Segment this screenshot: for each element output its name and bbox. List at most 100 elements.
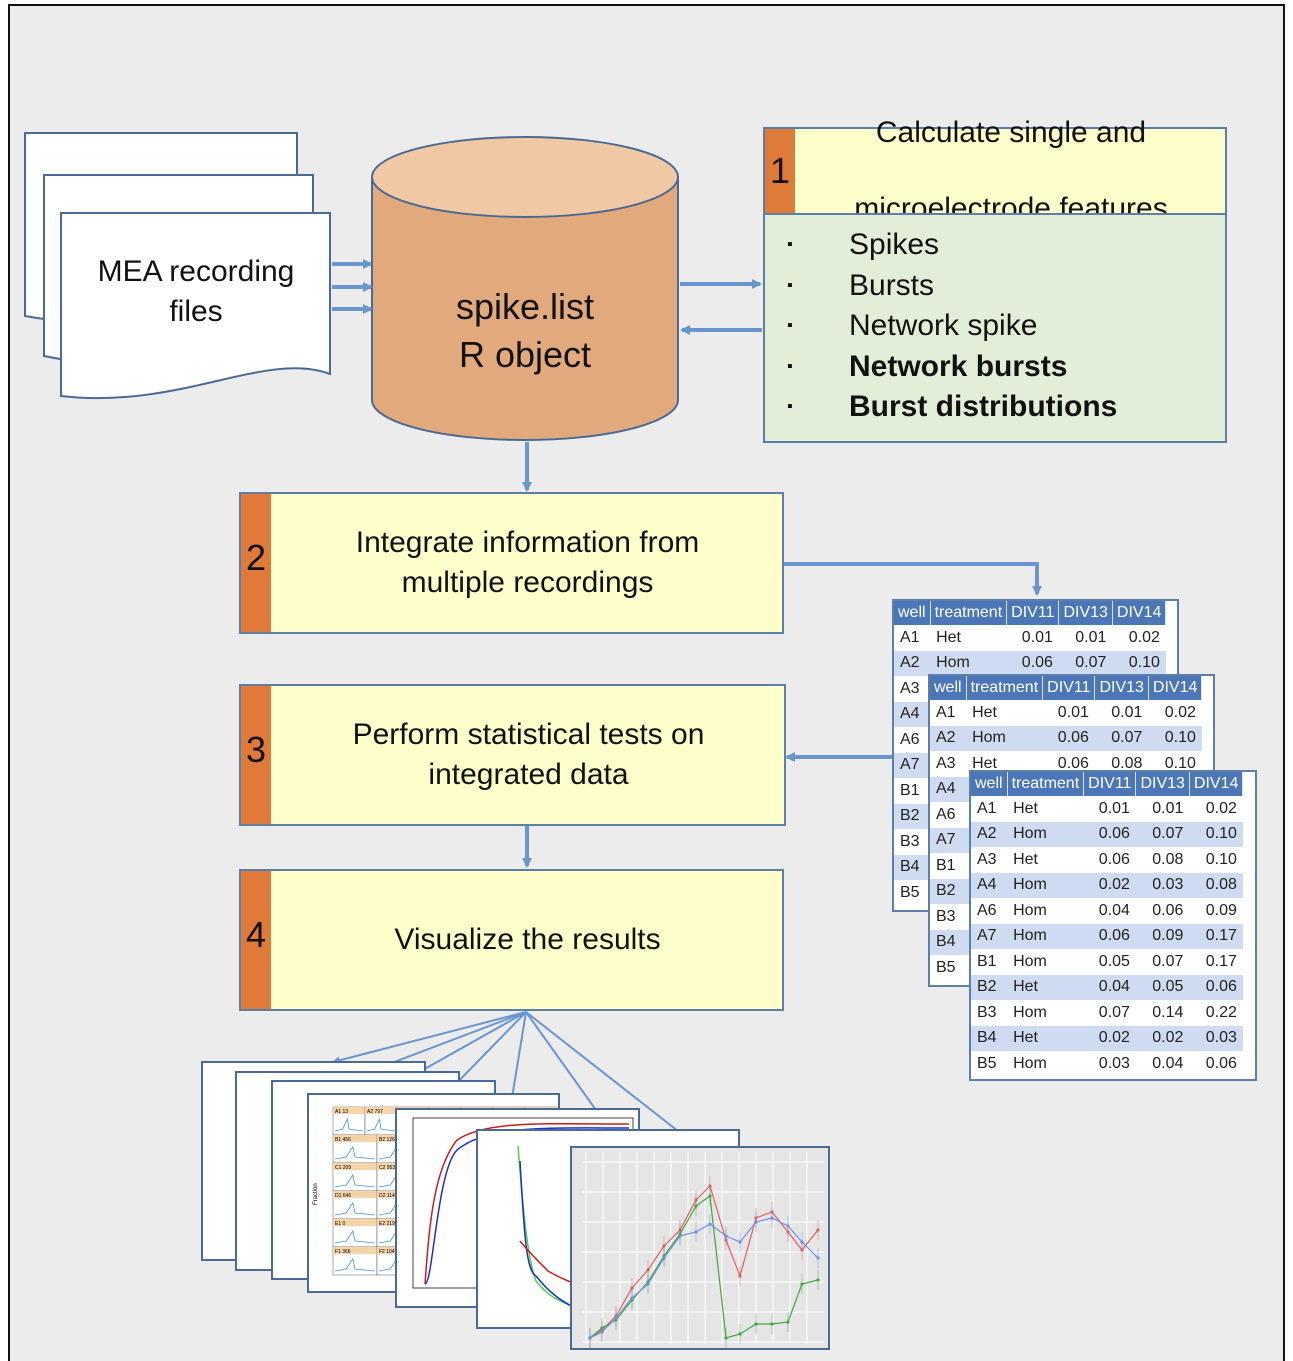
table-cell: 0.10 <box>1148 725 1202 751</box>
mea-label-line1: MEA recording <box>97 255 295 288</box>
raster-cell: E1 0 <box>332 1218 378 1248</box>
raster-cell: B1 456 <box>332 1134 378 1164</box>
table-cell: 0.07 <box>1098 1003 1130 1021</box>
table-cell: 0.03 <box>1135 872 1190 898</box>
decay-plot <box>517 1145 574 1308</box>
mea-label-line2: files <box>169 295 223 328</box>
bullet-icon: ▪ <box>787 317 793 334</box>
svg-text:D1 646: D1 646 <box>335 1193 351 1199</box>
table-cell: 0.02 <box>1135 1025 1190 1051</box>
table-cell: 0.09 <box>1205 901 1237 919</box>
table-cell: A1 <box>900 628 920 646</box>
table-cell: 0.04 <box>1152 1054 1184 1072</box>
step3-number: 3 <box>241 686 271 824</box>
step1-title: Calculate single and microelectrode feat… <box>797 116 1225 225</box>
table-cell: Het <box>1007 1025 1084 1051</box>
table-cell: Hom <box>1007 821 1084 847</box>
svg-text:A1 13: A1 13 <box>335 1109 348 1115</box>
table-cell: 0.06 <box>1205 1054 1237 1072</box>
table-cell: 0.07 <box>1135 821 1190 847</box>
table-header-cell: DIV13 <box>1094 676 1149 700</box>
table-cell: 0.06 <box>1098 850 1130 868</box>
step1-feature-list: ▪Spikes▪Bursts▪Network spike▪Network bur… <box>763 213 1227 443</box>
cdf-curve-blue <box>424 1127 630 1285</box>
step1-title-line1: Calculate single and <box>875 116 1147 149</box>
table-cell: A7 <box>894 752 931 778</box>
table-cell: Hom <box>1007 872 1084 898</box>
table-cell: 0.06 <box>1083 923 1136 949</box>
timeseries-line-green <box>589 1194 819 1339</box>
table-cell: A1 <box>936 703 956 721</box>
step4-number: 4 <box>241 871 271 1009</box>
feature-label: Bursts <box>849 268 935 302</box>
table-cell: B1 <box>977 952 997 970</box>
database-label-line2: R object <box>458 334 592 375</box>
raster-cell: F1 366 <box>332 1246 378 1276</box>
table-cell: 0.01 <box>1075 628 1107 646</box>
table-cell: Hom <box>1013 901 1047 919</box>
table-cell: 0.17 <box>1205 952 1237 970</box>
table-header-cell: DIV14 <box>1189 772 1244 796</box>
table-cell: 0.05 <box>1098 952 1130 970</box>
table-cell: A3 <box>900 679 920 697</box>
database-label: spike.list R object <box>390 283 660 379</box>
feature-item: ▪Network spike <box>787 306 1117 347</box>
table-header-cell: treatment <box>930 601 1008 625</box>
table-cell: 0.02 <box>1128 628 1160 646</box>
table-cell: 0.01 <box>1021 628 1053 646</box>
svg-text:C2 953: C2 953 <box>379 1165 395 1171</box>
table-cell: Het <box>936 628 961 646</box>
decay-curve-red <box>519 1240 574 1284</box>
table-row: A1 Het 0.01 0.01 0.02 <box>894 625 1166 651</box>
table-cell: 0.03 <box>1098 1054 1130 1072</box>
table-cell: 0.09 <box>1135 923 1190 949</box>
table-cell: 0.02 <box>1083 872 1136 898</box>
spike-list-database <box>371 136 679 441</box>
table-cell: B3 <box>977 1003 997 1021</box>
table-cell: 0.03 <box>1189 1025 1243 1051</box>
table-cell: 0.04 <box>1098 901 1130 919</box>
table-cell: Hom <box>930 650 1007 676</box>
table-cell: Hom <box>1013 1054 1047 1072</box>
table-cell: 0.06 <box>1057 754 1089 772</box>
table-header-cell: DIV13 <box>1135 772 1190 796</box>
svg-text:B2 1262: B2 1262 <box>379 1137 398 1143</box>
table-cell: 0.06 <box>1006 650 1059 676</box>
table-cell: 0.10 <box>1205 850 1237 868</box>
table-cell: 0.07 <box>1058 650 1113 676</box>
feature-label: Spikes <box>849 228 940 261</box>
timeseries-line-blue <box>589 1217 819 1339</box>
bullet-icon: ▪ <box>787 276 793 294</box>
table-cell: 0.05 <box>1135 974 1190 1000</box>
table-cell: 0.08 <box>1111 754 1143 772</box>
table-cell: A4 <box>930 776 967 802</box>
raster-cell: C1 209 <box>332 1162 378 1192</box>
table-cell: 0.10 <box>1164 754 1196 772</box>
table-cell: B1 <box>936 856 956 874</box>
table-cell: 0.02 <box>1083 1025 1136 1051</box>
table-cell: 0.04 <box>1083 974 1136 1000</box>
table-cell: B1 <box>900 781 920 799</box>
timeseries-line-red <box>589 1184 819 1339</box>
step4-text: Visualize the results <box>394 923 661 956</box>
table-cell: Het <box>972 703 997 721</box>
mea-files-label: MEA recording files <box>68 252 324 332</box>
table-cell: Het <box>1007 974 1084 1000</box>
table-cell: B4 <box>971 1025 1008 1051</box>
table-cell: A3 <box>936 754 956 772</box>
table-cell: Het <box>972 754 997 772</box>
table-cell: 0.07 <box>1152 952 1184 970</box>
table-cell: B3 <box>936 907 956 925</box>
svg-text:B1 456: B1 456 <box>335 1137 351 1143</box>
mea-document-stack <box>24 132 331 400</box>
table-cell: Het <box>1013 850 1038 868</box>
table-cell: B2 <box>971 974 1008 1000</box>
